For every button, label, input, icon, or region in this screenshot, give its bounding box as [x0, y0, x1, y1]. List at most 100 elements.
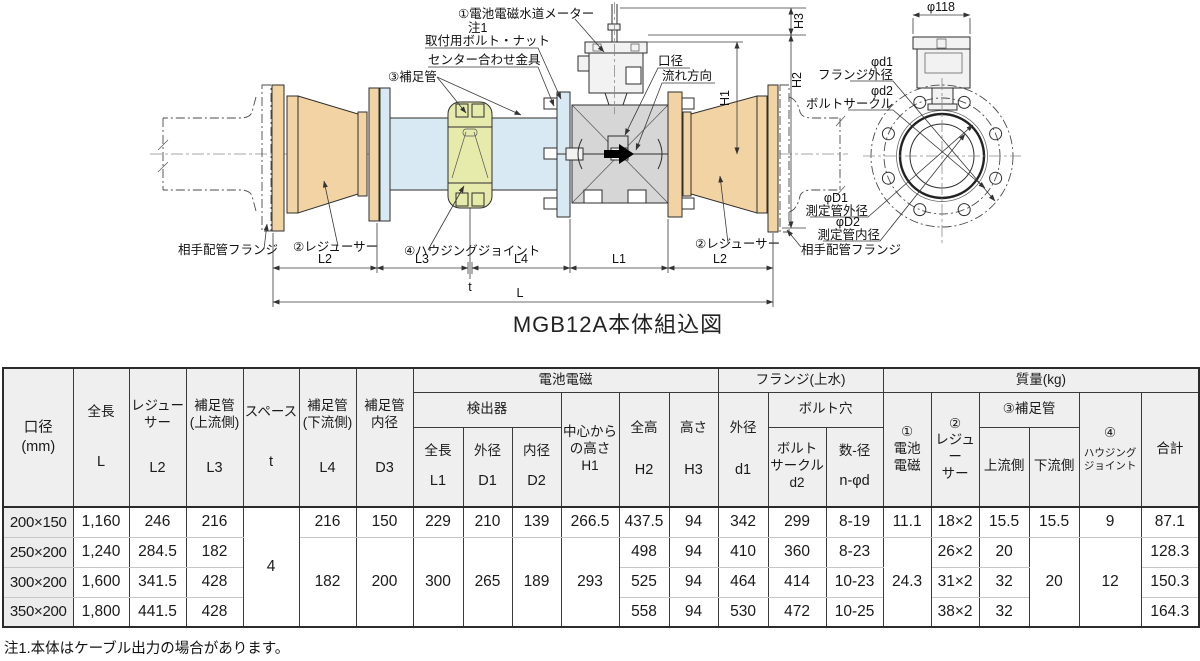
- table-cell: 341.5: [128, 566, 187, 598]
- table-cell: 410: [717, 536, 769, 568]
- table-cell: 20: [978, 536, 1030, 568]
- table-cell: 498: [618, 536, 670, 568]
- table-cell: 182: [298, 536, 357, 628]
- table-cell: 530: [717, 596, 769, 628]
- label-reducer-right: ②レジューサー: [695, 237, 780, 251]
- dim-phi118: φ118: [927, 0, 955, 14]
- col-header-pipe-upstream: 補足管 (上流側)L3: [185, 367, 244, 508]
- cell-bore: 350×200: [2, 596, 74, 628]
- table-cell: 94: [668, 596, 719, 628]
- length-dimensions: L2 L3 L4 L1 L2 t L: [272, 219, 774, 307]
- table-cell: 9: [1078, 506, 1142, 538]
- cell-bore: 200×150: [2, 506, 74, 538]
- table-cell: 414: [767, 566, 827, 598]
- table-cell: 139: [511, 506, 562, 538]
- table-cell: 464: [717, 566, 769, 598]
- table-cell: 428: [185, 596, 244, 628]
- table-row: 300×200 1,600 341.5 428 525 94 464 414 1…: [2, 566, 1200, 598]
- col-header-downstream: 下流側: [1028, 426, 1080, 508]
- label-phi-D2: φD2: [836, 215, 860, 229]
- table-cell: 525: [618, 566, 670, 598]
- dim-h3: H3: [792, 13, 806, 29]
- bolt-holes: [881, 95, 1003, 217]
- table-cell: 266.5: [560, 506, 620, 538]
- meter-head: [577, 2, 648, 114]
- col-header-bore: 口径 (mm): [2, 367, 74, 508]
- dim-t: t: [468, 280, 472, 294]
- col-header-mass-reducer: ② レジュー サー: [930, 391, 980, 508]
- table-cell: 1,800: [72, 596, 130, 628]
- label-phi-d2-desc: ボルトサークル: [806, 97, 893, 111]
- table-cell: 284.5: [128, 536, 187, 568]
- table-cell: 1,600: [72, 566, 130, 598]
- dim-l1: L1: [612, 252, 626, 266]
- meter-body: [557, 104, 680, 204]
- cell-bore: 300×200: [2, 566, 74, 598]
- table-cell: 1,240: [72, 536, 130, 568]
- label-phi-d2: φd2: [871, 84, 893, 98]
- table-cell: 128.3: [1140, 536, 1200, 568]
- table-cell: 342: [717, 506, 769, 538]
- label-flow-direction: 流れ方向: [662, 68, 712, 83]
- dim-l2-left: L2: [318, 252, 332, 266]
- table-cell: 216: [185, 506, 244, 538]
- housing-joint: [447, 101, 493, 209]
- table-cell: 26×2: [930, 536, 980, 568]
- table-cell: 87.1: [1140, 506, 1200, 538]
- group-header-pipe3: ③補足管: [978, 391, 1080, 428]
- table-cell: 210: [462, 506, 513, 538]
- table-cell: 94: [668, 566, 719, 598]
- label-meter: ①電池電磁水道メーター: [458, 6, 594, 21]
- table-cell: 293: [560, 536, 620, 628]
- height-dimensions: H1 H2 H3: [620, 7, 806, 229]
- label-housing-joint: ④ハウジングジョイント: [404, 244, 540, 258]
- table-cell: 10-25: [825, 596, 884, 628]
- reducer-right: [682, 84, 779, 233]
- footnote: 注1.本体はケーブル出力の場合があります。: [4, 641, 290, 657]
- table-cell: 229: [412, 506, 464, 538]
- table-cell: 8-23: [825, 536, 884, 568]
- table-cell: 246: [128, 506, 187, 538]
- table-cell: 32: [978, 596, 1030, 628]
- assembly-diagram: ①電池電磁水道メーター 注1 取付用ボルト・ナット センター合わせ金具 ③補足管…: [150, 0, 1021, 337]
- label-phi-d1-desc: フランジ外径: [818, 68, 893, 82]
- table-cell: 38×2: [930, 596, 980, 628]
- pipe-flange-blue: [379, 87, 391, 222]
- col-header-upstream: 上流側: [978, 426, 1030, 508]
- reducer-left: [271, 84, 368, 232]
- table-cell: 300: [412, 536, 464, 628]
- label-mating-flange-left: 相手配管フランジ: [178, 242, 278, 257]
- label-bore: 口径: [658, 54, 683, 68]
- table-cell: 94: [668, 506, 719, 538]
- cell-bore: 250×200: [2, 536, 74, 568]
- dim-l4: L4: [514, 252, 528, 266]
- table-cell: 150.3: [1140, 566, 1200, 598]
- table-cell: 18×2: [930, 506, 980, 538]
- label-phi-D1: φD1: [824, 191, 848, 205]
- table-cell: 189: [511, 536, 562, 628]
- label-note-ref: 注1: [468, 20, 488, 35]
- group-header-meter: 電池電磁: [412, 367, 719, 393]
- flange-bolts-left: [543, 97, 558, 210]
- callouts: ①電池電磁水道メーター 注1 取付用ボルト・ナット センター合わせ金具 ③補足管…: [178, 6, 901, 279]
- label-supplement-pipe: ③補足管: [388, 69, 437, 84]
- table-cell: 32: [978, 566, 1030, 598]
- table-cell: 24.3: [882, 536, 932, 628]
- flow-arrow: [604, 144, 634, 164]
- table-cell: 437.5: [618, 506, 670, 538]
- label-mating-flange-right: 相手配管フランジ: [801, 242, 901, 257]
- dim-h1: H1: [718, 90, 732, 106]
- table-row: 250×200 1,240 284.5 182 182 200 300 265 …: [2, 536, 1200, 628]
- dim-l: L: [517, 286, 524, 300]
- table-cell: 182: [185, 536, 244, 568]
- table-cell: 15.5: [978, 506, 1030, 538]
